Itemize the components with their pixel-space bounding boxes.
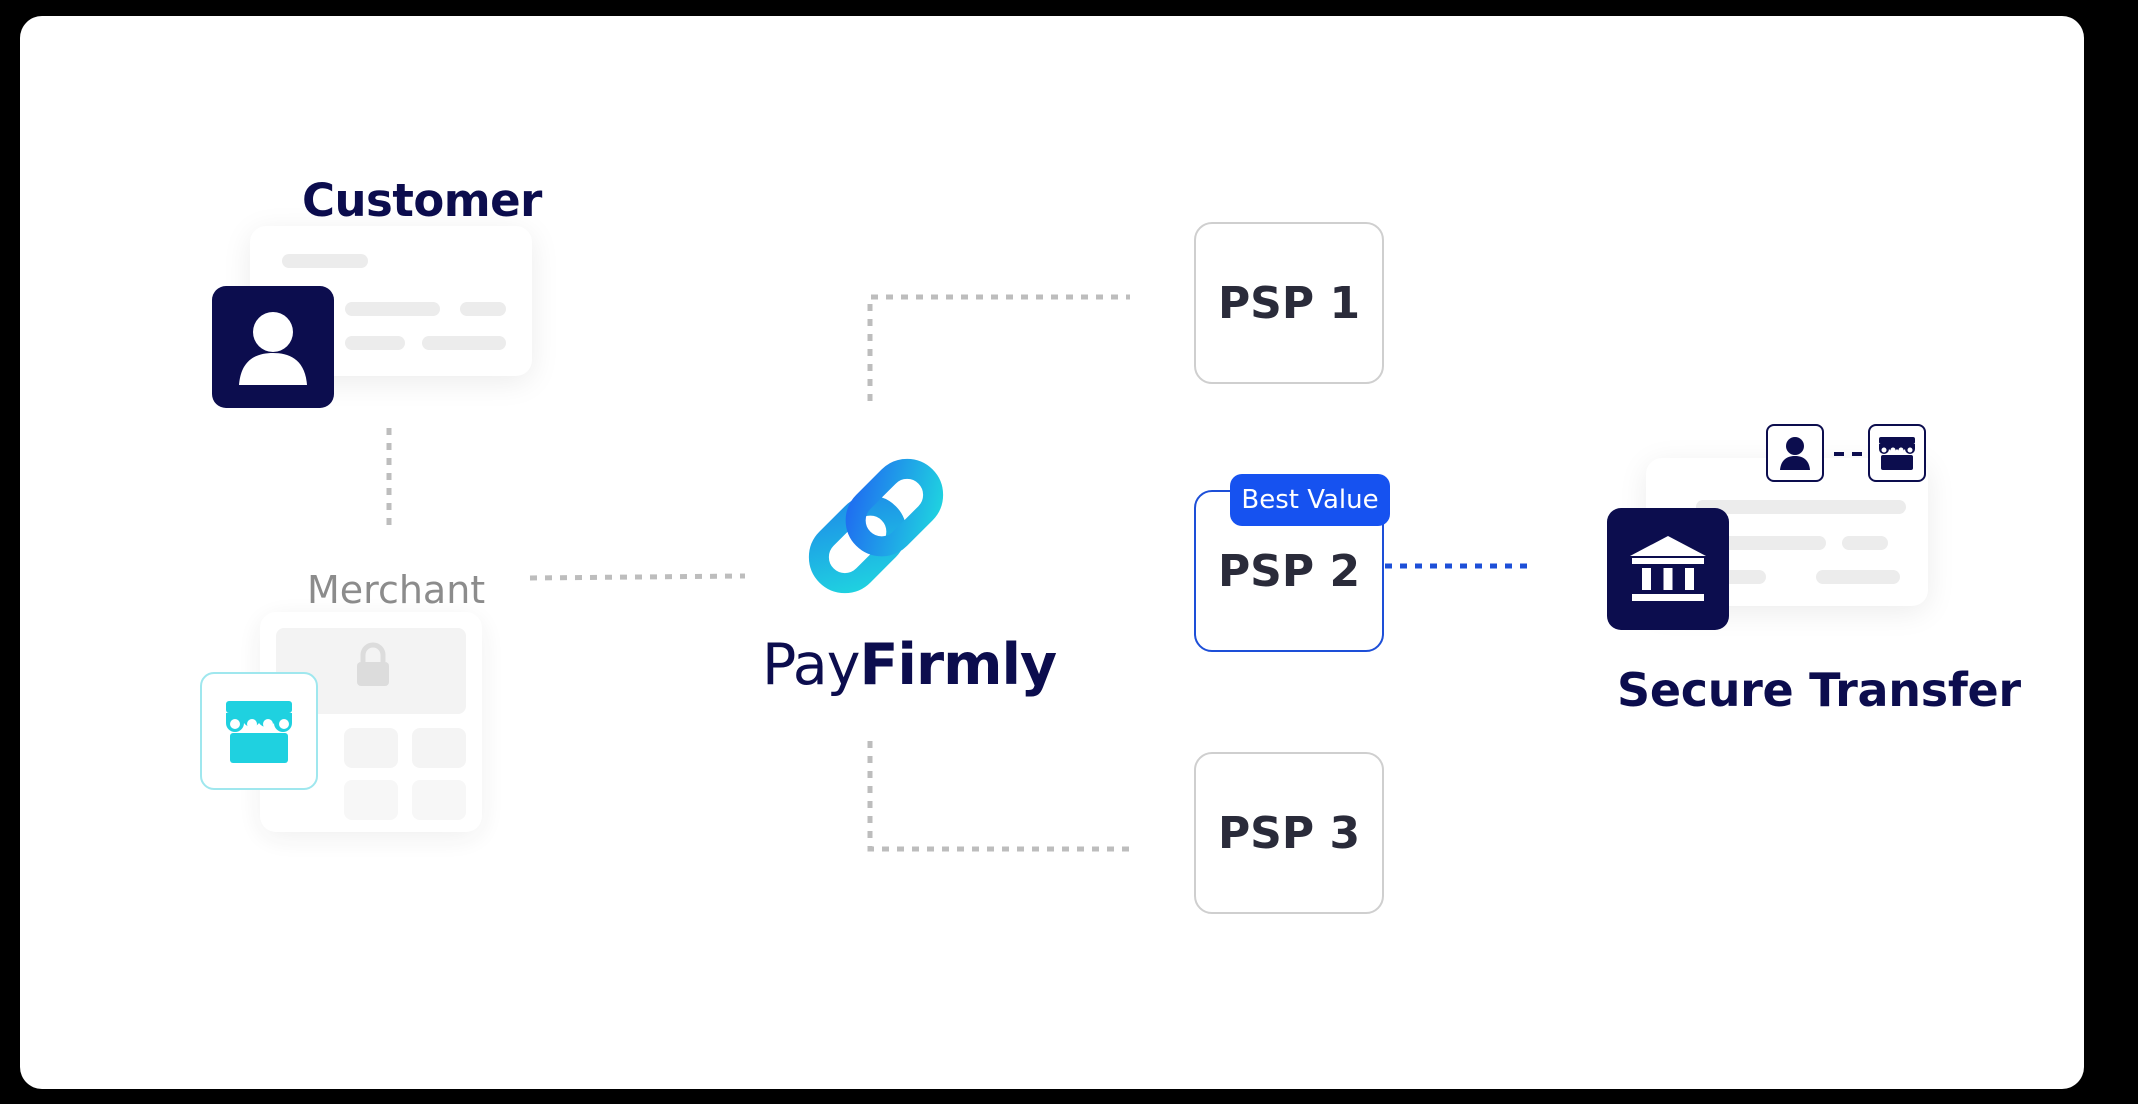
chain-link-icon [808, 458, 944, 594]
bank-icon [1630, 536, 1706, 601]
storefront-icon [1879, 437, 1915, 470]
customer-avatar-tile [212, 286, 334, 408]
user-icon [1780, 437, 1810, 470]
brand-prefix: Pay [762, 632, 860, 698]
secure-transfer-label: Secure Transfer [1617, 663, 2021, 717]
brand-suffix: Firmly [859, 632, 1057, 698]
psp-2-label: PSP 2 [1217, 545, 1361, 597]
best-value-badge: Best Value [1230, 474, 1390, 526]
diagram-canvas: Customer Merchant [20, 16, 2084, 1089]
storefront-icon [226, 701, 292, 763]
user-icon [239, 312, 307, 385]
lock-icon [357, 642, 389, 686]
receiver-store-tile [1868, 424, 1926, 482]
psp3-connector [867, 741, 1130, 852]
connector-lines [386, 294, 1530, 852]
merchant-payfirmly-connector [529, 573, 746, 581]
payfirmly-wordmark: PayFirmly [762, 632, 1057, 698]
psp-3-label: PSP 3 [1217, 807, 1361, 859]
psp-3-box: PSP 3 [1194, 752, 1384, 914]
psp-1-box: PSP 1 [1194, 222, 1384, 384]
psp1-connector [867, 294, 1130, 401]
sender-user-tile [1766, 424, 1824, 482]
customer-label: Customer [302, 174, 542, 227]
merchant-store-tile [200, 672, 318, 790]
transfer-dash-icon [1834, 452, 1870, 456]
psp-1-label: PSP 1 [1217, 277, 1361, 329]
bank-tile [1607, 508, 1729, 630]
merchant-label: Merchant [307, 568, 486, 612]
